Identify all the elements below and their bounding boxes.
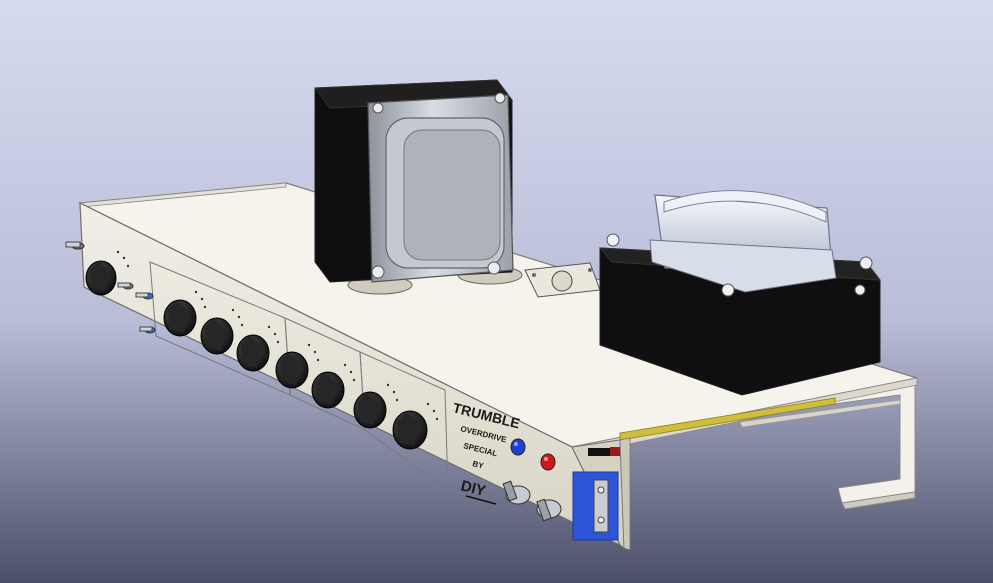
treble-knob[interactable] [163, 299, 197, 337]
mid-toggle-switch[interactable] [135, 292, 154, 300]
by-label: BY [472, 459, 486, 471]
input-volume-knob[interactable] [85, 260, 117, 296]
deep-toggle-switch[interactable] [139, 326, 156, 334]
circuit-board-edge [619, 397, 836, 441]
middle-knob[interactable] [200, 317, 234, 355]
master-knob[interactable] [353, 391, 387, 429]
blue-indicator-led [510, 438, 526, 456]
overdrive-gain-knob[interactable] [275, 351, 309, 389]
output-transformer [598, 190, 882, 396]
standby-toggle-switch[interactable] [65, 241, 85, 250]
knob-scale-markings [116, 250, 439, 421]
power-transformer [314, 79, 523, 295]
iec-power-jack [572, 471, 619, 541]
bass-knob[interactable] [236, 334, 270, 372]
red-indicator-led [540, 453, 556, 471]
tube-socket-flange [524, 262, 601, 298]
presence-knob[interactable] [392, 410, 428, 450]
maker-logo: DIY [459, 477, 487, 500]
power-switch[interactable] [536, 498, 562, 522]
overdrive-volume-knob[interactable] [311, 371, 345, 409]
standby-switch[interactable] [502, 480, 531, 505]
speaker-cable [588, 447, 620, 456]
bright-toggle-switch[interactable] [117, 282, 134, 290]
